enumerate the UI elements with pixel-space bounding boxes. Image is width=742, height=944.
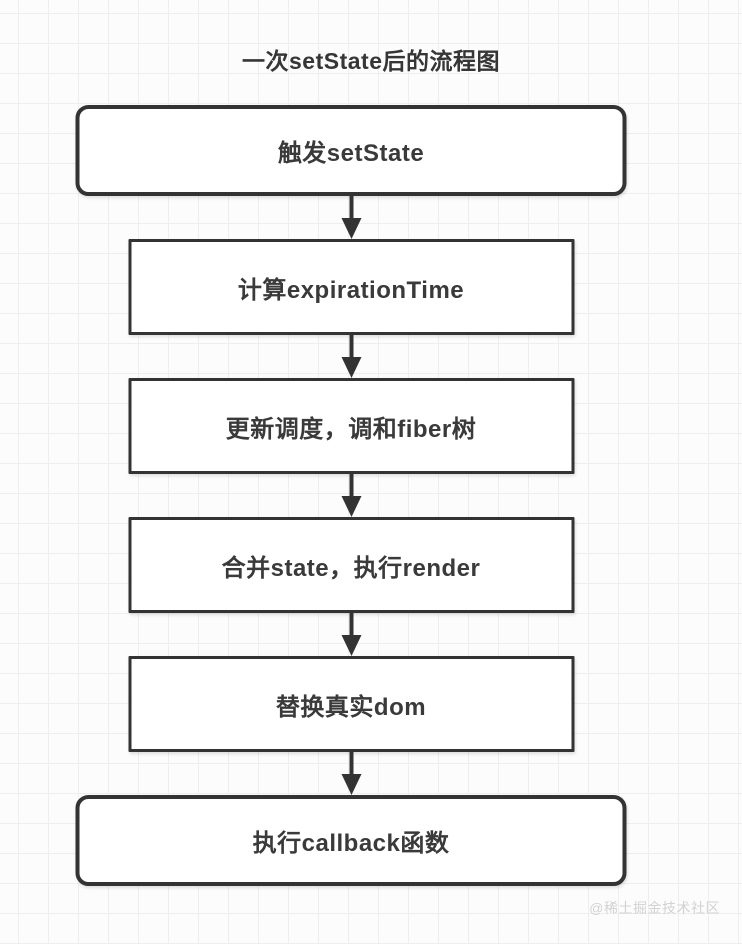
flow-node-run-callback: 执行callback函数 bbox=[75, 795, 627, 886]
flow-node-merge-state-render: 合并state，执行render bbox=[128, 517, 574, 613]
arrow-stem bbox=[349, 752, 353, 774]
arrow-head bbox=[341, 218, 361, 239]
flow-node-replace-real-dom: 替换真实dom bbox=[128, 656, 574, 752]
flow-node-calc-expiration-time: 计算expirationTime bbox=[128, 239, 574, 335]
arrow-stem bbox=[349, 474, 353, 496]
arrow-down-icon bbox=[341, 613, 361, 656]
diagram-title: 一次setState后的流程图 bbox=[242, 48, 500, 74]
arrow-head bbox=[341, 357, 361, 378]
flow-node-label: 执行callback函数 bbox=[252, 830, 450, 857]
arrow-head bbox=[341, 774, 361, 795]
arrow-down-icon bbox=[341, 474, 361, 517]
arrow-stem bbox=[349, 335, 353, 357]
arrow-stem bbox=[349, 196, 353, 218]
flow-node-label: 计算expirationTime bbox=[237, 276, 465, 304]
arrow-head bbox=[341, 496, 361, 517]
flowchart: 触发setState 计算expirationTime 更新调度，调和fiber… bbox=[75, 105, 627, 886]
arrow-down-icon bbox=[341, 196, 361, 239]
flow-node-label: 合并state，执行render bbox=[221, 554, 481, 582]
arrow-stem bbox=[349, 613, 353, 635]
arrow-head bbox=[341, 635, 361, 656]
arrow-down-icon bbox=[341, 752, 361, 795]
watermark: @稀土掘金技术社区 bbox=[589, 900, 720, 916]
flow-node-label: 更新调度，调和fiber树 bbox=[225, 415, 477, 443]
flow-node-label: 触发setState bbox=[277, 140, 425, 167]
arrow-down-icon bbox=[341, 335, 361, 378]
flow-node-update-schedule-fiber: 更新调度，调和fiber树 bbox=[128, 378, 574, 474]
flow-node-label: 替换真实dom bbox=[275, 693, 427, 721]
flow-node-trigger-setstate: 触发setState bbox=[75, 105, 627, 196]
